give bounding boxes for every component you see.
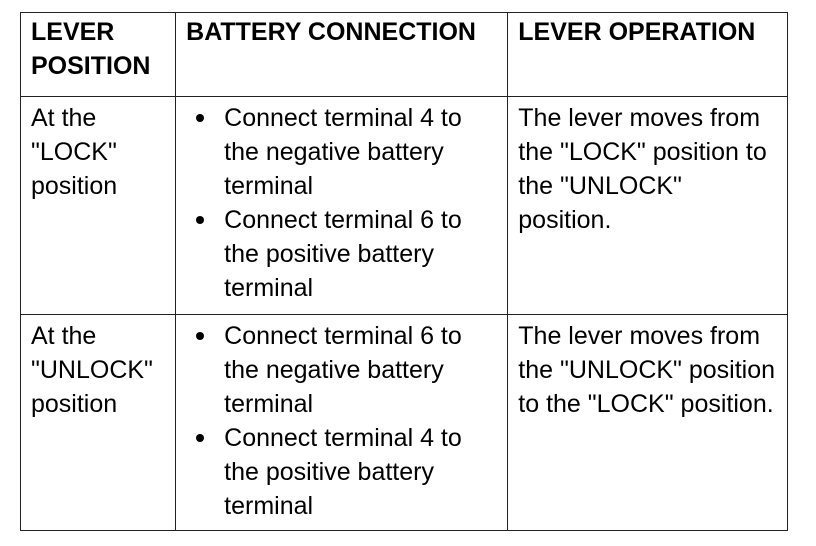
bullet-icon [196,114,205,122]
bullet-icon [196,216,205,224]
header-lever-position: LEVER POSITION [19,12,177,97]
connection-item: Connect terminal 4 to the positive batte… [186,421,499,523]
table-header-row: LEVER POSITION BATTERY CONNECTION LEVER … [19,12,788,97]
cell-lever-position: At the "LOCK" position [19,96,177,315]
cell-lever-position: At the "UNLOCK" position [19,314,177,531]
header-lever-operation: LEVER OPERATION [507,12,788,97]
connection-text: Connect terminal 6 to the positive batte… [224,206,462,302]
lever-operation-table: LEVER POSITION BATTERY CONNECTION LEVER … [19,12,788,531]
connection-text: Connect terminal 4 to the positive batte… [224,424,462,520]
table-row: At the "UNLOCK" position Connect termina… [19,314,788,531]
connection-item: Connect terminal 6 to the negative batte… [186,319,499,421]
connection-item: Connect terminal 4 to the negative batte… [186,101,499,203]
lever-operation-table-container: LEVER POSITION BATTERY CONNECTION LEVER … [19,12,788,531]
connection-list: Connect terminal 6 to the negative batte… [186,319,499,523]
connection-text: Connect terminal 6 to the negative batte… [224,322,462,418]
cell-battery-connection: Connect terminal 4 to the negative batte… [175,96,509,315]
bullet-icon [196,434,205,442]
header-battery-connection: BATTERY CONNECTION [175,12,509,97]
cell-lever-operation: The lever moves from the "UNLOCK" positi… [507,314,788,531]
cell-battery-connection: Connect terminal 6 to the negative batte… [175,314,509,531]
table-row: At the "LOCK" position Connect terminal … [19,96,788,315]
connection-list: Connect terminal 4 to the negative batte… [186,101,499,305]
connection-item: Connect terminal 6 to the positive batte… [186,203,499,305]
bullet-icon [196,332,205,340]
cell-lever-operation: The lever moves from the "LOCK" position… [507,96,788,315]
connection-text: Connect terminal 4 to the negative batte… [224,104,462,200]
